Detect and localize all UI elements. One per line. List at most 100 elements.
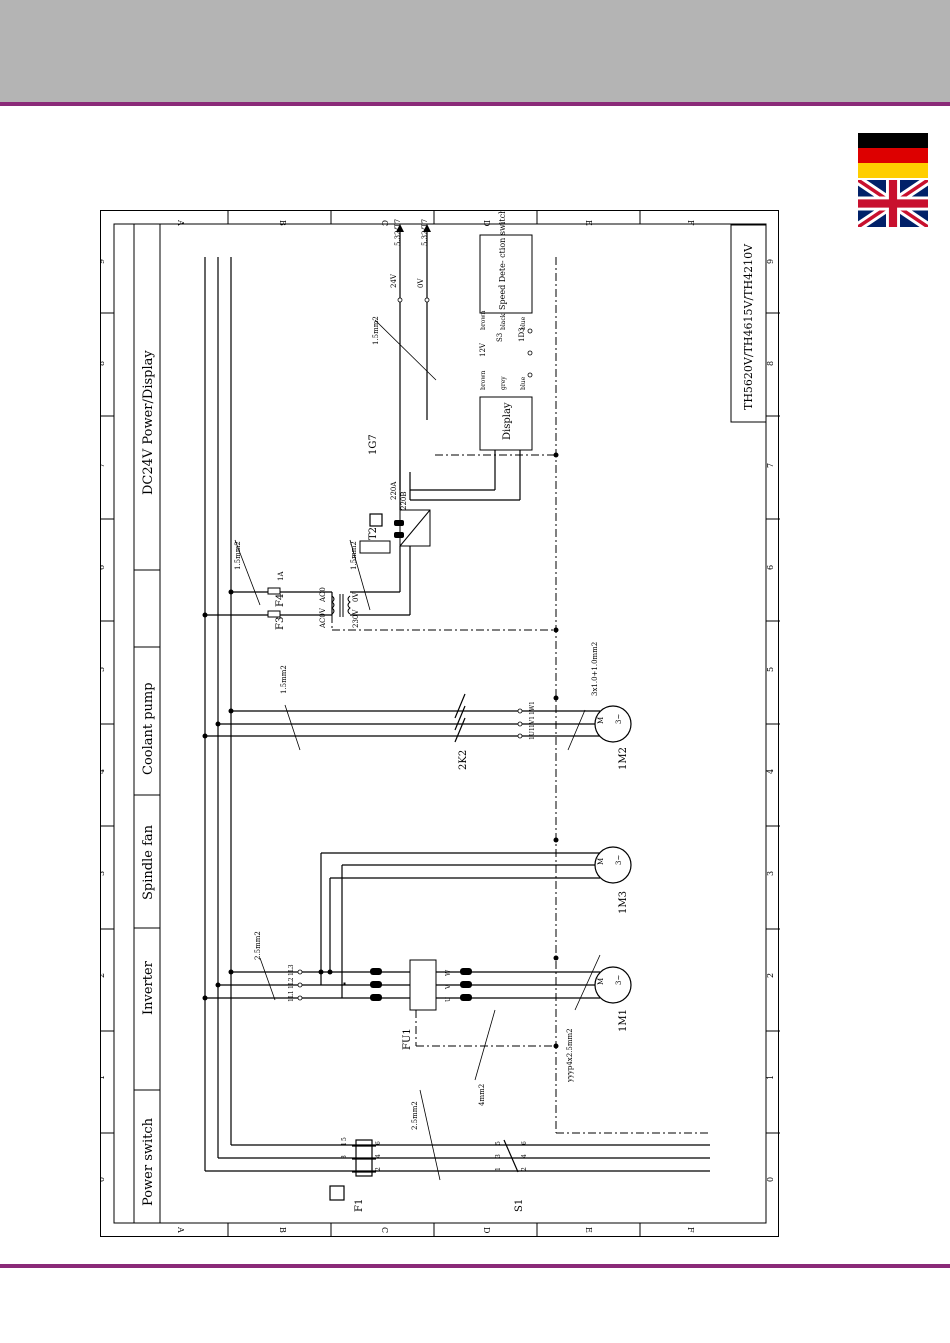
row-number: 8 xyxy=(766,361,775,366)
terminal: 4 xyxy=(521,1154,528,1158)
row-number: 3 xyxy=(766,871,775,876)
2k2-contact-icon xyxy=(454,705,466,731)
arrow-heads xyxy=(396,224,431,232)
label-2k2: 2K2 xyxy=(458,750,469,770)
col-letter: A xyxy=(176,219,185,226)
fuse-f3-icon xyxy=(267,610,281,618)
motor-letter: M xyxy=(597,978,605,985)
voltage: 220A xyxy=(390,481,398,500)
section-power-switch: Power switch xyxy=(141,1117,156,1206)
device-boxes xyxy=(267,234,533,1011)
motor-1m3-icon xyxy=(594,846,632,884)
wire-spec: 1.5mm2 xyxy=(234,541,242,570)
terminal: 1L1 xyxy=(288,990,295,1002)
f1-breaker-icon xyxy=(355,1139,373,1177)
terminal: 6 xyxy=(521,1141,528,1145)
s1-switch-icon xyxy=(503,1139,519,1173)
terminal: W xyxy=(445,969,452,976)
voltage-labels: 1A AC0 AC0V 0V 230V 24V 0V 220A 220B 12V… xyxy=(277,219,487,629)
motor-letter: M xyxy=(597,858,605,865)
wire-spec: 4mm2 xyxy=(478,1084,486,1106)
col-letter: B xyxy=(278,220,287,226)
display-box xyxy=(479,396,533,451)
wire-color: brown xyxy=(480,371,487,390)
label-t2: T2 xyxy=(368,527,379,540)
wire-spec-labels: 2.5mm2 2.5mm2 4mm2 yyyp4x2.5mm2 3x1.0+1.… xyxy=(234,316,599,1130)
bus-wires xyxy=(204,228,710,1172)
row-number: 1 xyxy=(766,1075,775,1080)
row-number: 5 xyxy=(766,667,775,672)
terminal: 1W1 xyxy=(529,701,536,715)
label-1d3: 1D3 xyxy=(518,327,526,342)
row-number: 3 xyxy=(100,871,106,876)
wire-color: grey xyxy=(500,376,507,390)
header-accent-line xyxy=(0,102,950,106)
germany-flag-icon[interactable] xyxy=(858,133,928,178)
flag-stripe-gold xyxy=(858,163,928,178)
row-number: 6 xyxy=(766,565,775,570)
terminal: U xyxy=(445,997,452,1002)
voltage: 230V xyxy=(352,609,360,628)
voltage: AC0 xyxy=(319,587,327,603)
fuse-rating: 1A xyxy=(277,571,285,581)
label-speed-detection: Speed Dete- ction switch xyxy=(498,210,507,310)
label-1m3: 1M3 xyxy=(618,891,629,914)
voltage: 220B xyxy=(400,491,408,510)
motor-letter: M xyxy=(597,717,605,724)
row-numbers: 0 1 2 3 4 5 6 7 8 9 0 1 2 3 4 5 6 7 8 9 xyxy=(100,259,775,1182)
row-number: 7 xyxy=(100,463,106,468)
col-letter: E xyxy=(584,1227,593,1233)
label-f4: F4 xyxy=(275,594,286,607)
col-letter: F xyxy=(686,220,695,226)
row-number: 4 xyxy=(100,769,106,774)
col-letter: C xyxy=(380,1227,389,1233)
wire-spec: 2.5mm2 xyxy=(411,1101,419,1130)
col-letter: F xyxy=(686,1227,695,1233)
terminal: 2 xyxy=(375,1167,382,1171)
section-titles: Power switch Inverter Spindle fan Coolan… xyxy=(141,350,156,1206)
component-labels: F1 S1 FU1 1M1 1M3 1M2 2K2 F3 F4 T2 1G7 D… xyxy=(275,210,629,1212)
wire-color-labels: brown grey blue brown black blue xyxy=(480,311,527,390)
fuse-f4-icon xyxy=(267,587,281,595)
wire-color: blue xyxy=(520,376,527,390)
target-ref: 5.32/T7 xyxy=(394,219,402,246)
junction-dots xyxy=(202,452,559,1049)
terminal-circles xyxy=(297,297,533,1001)
uk-flag-icon[interactable] xyxy=(858,180,928,227)
terminal: 6 xyxy=(375,1141,382,1145)
terminal-pads xyxy=(370,520,472,1001)
label-1g7: 1G7 xyxy=(368,434,379,455)
wire-color: blue xyxy=(520,316,527,330)
diagram-frame xyxy=(100,210,779,1237)
terminal: 3 xyxy=(341,1155,348,1159)
f1-aux-icon xyxy=(329,1185,345,1201)
label-1m1: 1M1 xyxy=(618,1009,629,1032)
t2-box xyxy=(359,540,391,554)
voltage: 0V xyxy=(352,592,360,602)
wire-spec: 1.5mm2 xyxy=(372,316,380,345)
terminal-labels: 1L1 1L2 1L3 U V W 1U1 1V1 1W1 1 3 5 2 4 … xyxy=(288,701,536,1171)
voltage: AC0V xyxy=(319,607,327,629)
row-number: 2 xyxy=(766,973,775,978)
section-spindle-fan: Spindle fan xyxy=(141,824,156,900)
label-1m2: 1M2 xyxy=(618,747,629,770)
terminal: 1L3 xyxy=(288,964,295,976)
row-number: 5 xyxy=(100,667,106,672)
row-number: 4 xyxy=(766,769,775,774)
label-f1: F1 xyxy=(354,1199,365,1212)
terminal: 3 xyxy=(495,1154,502,1158)
transformer-coils-icon xyxy=(331,594,351,617)
footer-accent-line xyxy=(0,1264,950,1268)
col-letter: D xyxy=(482,220,491,226)
model-title: TH5620V/TH4615V/TH4210V xyxy=(742,243,755,410)
label-s3: S3 xyxy=(496,333,504,342)
motor-symbols: M 3~ M 3~ M 3~ xyxy=(597,714,623,985)
title-block xyxy=(730,224,767,423)
wiring-diagram: A B C D E F A B C D E F 0 1 2 3 4 5 6 7 … xyxy=(100,210,780,1237)
wire-spec: 1.5mm2 xyxy=(280,665,288,694)
terminal: V xyxy=(445,984,452,990)
col-letter: A xyxy=(176,1226,185,1233)
motor-phase: 3~ xyxy=(615,975,623,985)
wire-spec: 1.5mm2 xyxy=(350,541,358,570)
terminal: 1U1 xyxy=(529,727,536,740)
